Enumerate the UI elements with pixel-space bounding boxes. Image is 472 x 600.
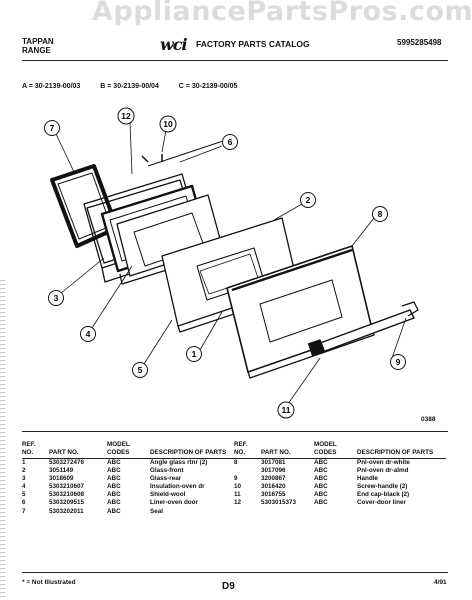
model-code-a: A = 30-2139-00/03 bbox=[22, 83, 81, 90]
leader-lines bbox=[55, 121, 407, 405]
col-part: PART NO. bbox=[261, 448, 291, 456]
brand-line-1: TAPPAN bbox=[22, 37, 54, 46]
callouts: 7 12 10 6 2 8 3 4 5 1 9 11 bbox=[44, 107, 406, 419]
svg-text:5: 5 bbox=[138, 365, 143, 375]
screw-12 bbox=[141, 155, 149, 163]
callout-12: 12 bbox=[117, 107, 135, 125]
callout-3: 3 bbox=[48, 290, 64, 306]
callout-2: 2 bbox=[300, 192, 316, 208]
figure-code: 0388 bbox=[421, 416, 436, 423]
svg-text:6: 6 bbox=[228, 137, 233, 147]
callout-11: 11 bbox=[277, 401, 295, 419]
scan-edge bbox=[0, 280, 5, 600]
catalog-number: 5995285498 bbox=[397, 38, 442, 47]
col-model: MODEL CODES bbox=[314, 441, 337, 456]
svg-text:11: 11 bbox=[282, 405, 291, 415]
callout-8: 8 bbox=[372, 206, 388, 222]
svg-text:4: 4 bbox=[86, 329, 91, 339]
wci-logo: wci bbox=[160, 35, 188, 54]
callout-7: 7 bbox=[44, 120, 60, 136]
svg-text:8: 8 bbox=[378, 209, 383, 219]
parts-table-right: REF. NO. PART NO. MODEL CODES DESCRIPTIO… bbox=[234, 441, 446, 508]
col-desc: DESCRIPTION OF PARTS bbox=[357, 448, 434, 456]
page-number: D9 bbox=[222, 581, 235, 592]
catalog-title: FACTORY PARTS CATALOG bbox=[196, 39, 310, 49]
callout-5: 5 bbox=[132, 362, 148, 378]
brand-line-2: RANGE bbox=[22, 46, 51, 55]
parts-table-left: REF. NO. PART NO. MODEL CODES DESCRIPTIO… bbox=[22, 441, 241, 516]
callout-9: 9 bbox=[390, 354, 406, 370]
callout-6: 6 bbox=[222, 134, 238, 150]
model-code-b: B = 30-2139-00/04 bbox=[100, 83, 159, 90]
svg-text:2: 2 bbox=[306, 195, 311, 205]
callout-4: 4 bbox=[80, 326, 96, 342]
door-handle bbox=[307, 301, 419, 357]
col-ref: REF. NO. bbox=[22, 441, 36, 456]
svg-text:10: 10 bbox=[163, 119, 173, 129]
svg-text:12: 12 bbox=[121, 111, 131, 121]
oven-door-exploded-diagram: 7 12 10 6 2 8 3 4 5 1 9 11 bbox=[44, 107, 419, 419]
col-part: PART NO. bbox=[49, 448, 79, 456]
callout-10: 10 bbox=[159, 115, 177, 133]
svg-text:7: 7 bbox=[50, 123, 55, 133]
brand-label: TAPPAN RANGE bbox=[22, 37, 54, 55]
table-top-rule bbox=[22, 431, 448, 432]
watermark: AppliancePartsPros.com bbox=[92, 0, 472, 27]
col-model: MODEL CODES bbox=[107, 441, 130, 456]
col-desc: DESCRIPTION OF PARTS bbox=[150, 448, 227, 456]
model-code-c: C = 30-2139-00/05 bbox=[178, 83, 238, 90]
catalog-date: 4/91 bbox=[434, 579, 447, 586]
callout-1: 1 bbox=[186, 346, 202, 362]
svg-text:3: 3 bbox=[54, 293, 59, 303]
clip-rail bbox=[147, 137, 233, 167]
not-illustrated-note: * = Not Illustrated bbox=[22, 579, 76, 586]
svg-text:1: 1 bbox=[192, 349, 197, 359]
svg-text:9: 9 bbox=[396, 357, 401, 367]
footer-rule bbox=[22, 572, 448, 573]
model-code-legend: A = 30-2139-00/03 B = 30-2139-00/04 C = … bbox=[22, 83, 255, 90]
col-ref: REF. NO. bbox=[234, 441, 248, 456]
header-rule bbox=[22, 60, 448, 61]
